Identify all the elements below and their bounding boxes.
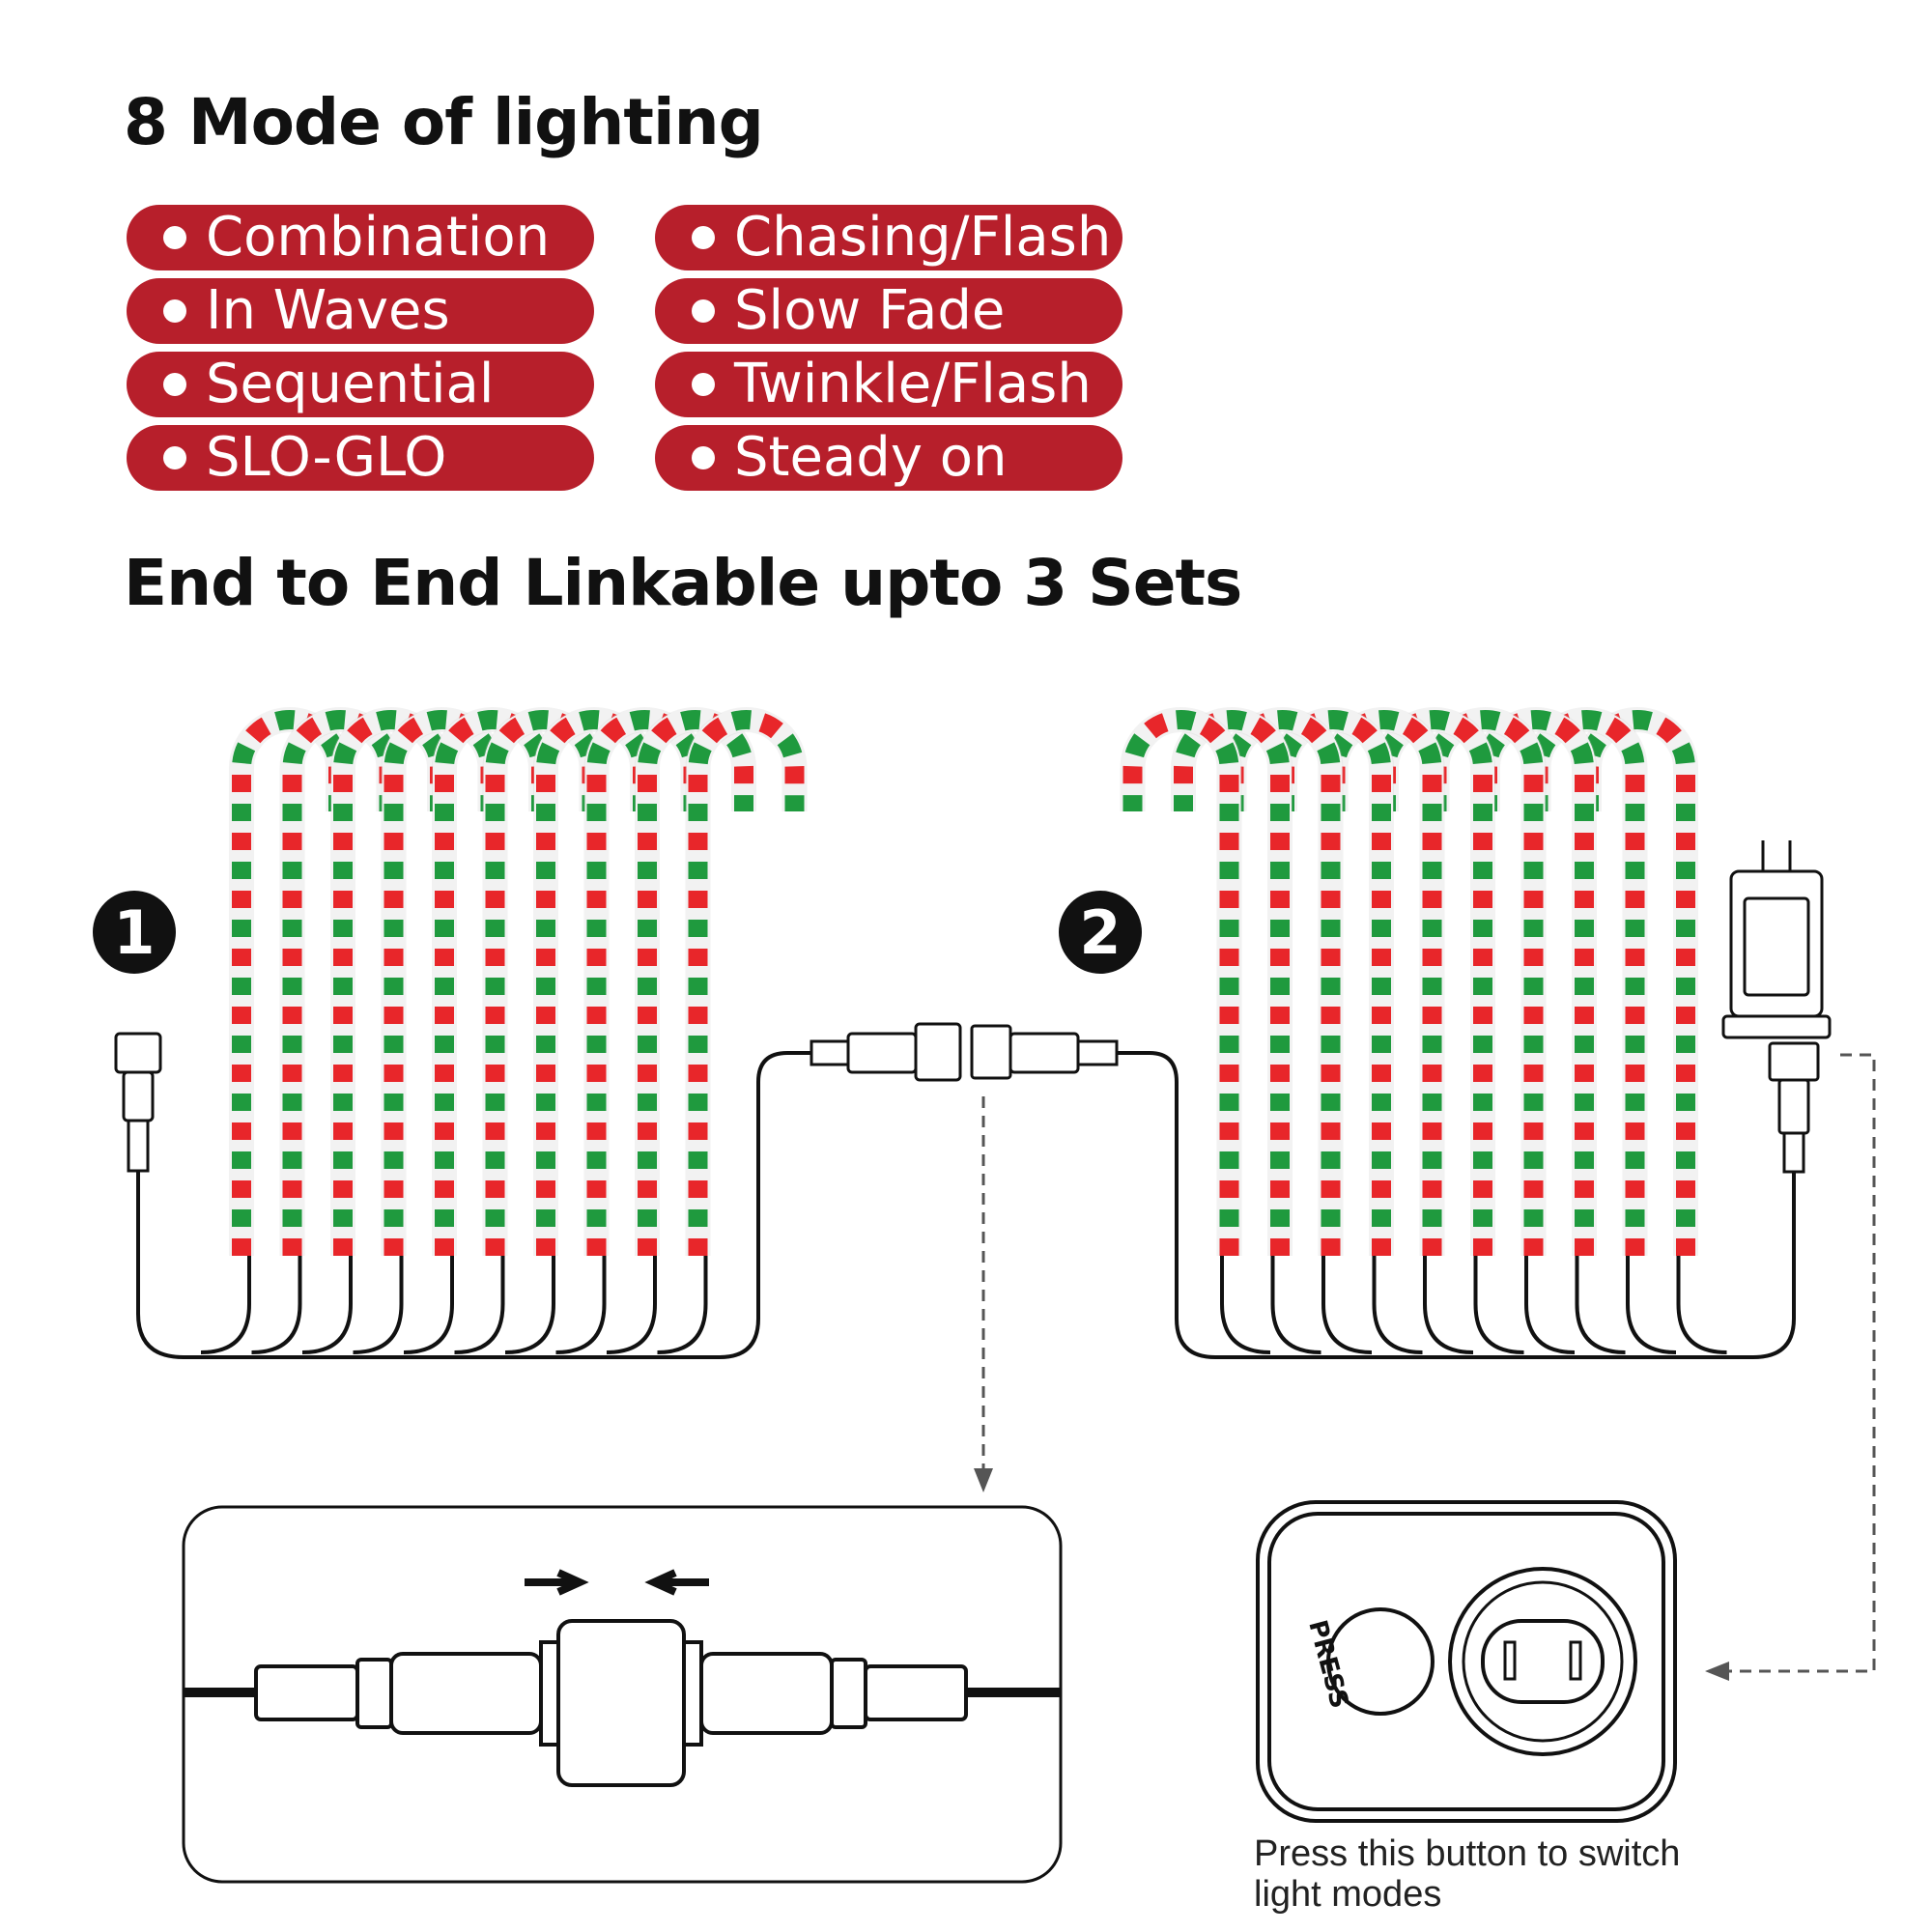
mode-label: Twinkle/Flash [734,353,1092,415]
mode-label: Steady on [734,426,1008,489]
bullet-icon [163,299,186,323]
mode-pill-in-waves: In Waves [127,278,594,344]
bullet-icon [692,226,715,249]
end-connector-icon [114,1032,162,1173]
mode-label: SLO-GLO [206,426,447,489]
wire [301,1256,353,1354]
bullet-icon [163,446,186,469]
set-number-2-badge: 2 [1059,891,1142,974]
mode-pill-sequential: Sequential [127,352,594,417]
candy-cane [1171,707,1293,1256]
wire [1676,1256,1727,1354]
bullet-icon [692,373,715,396]
bullet-icon [163,226,186,249]
set-number-2: 2 [1079,897,1121,968]
mode-label: Sequential [206,353,495,415]
bullet-icon [692,446,715,469]
wires [136,1051,1796,1359]
modes-heading: 8 Mode of lighting [124,85,764,159]
wire [657,1256,708,1354]
arrow-left-icon [644,1569,709,1596]
mode-pill-slo-glo: SLO-GLO [127,425,594,491]
dashed-pointer [981,1053,1876,1673]
mode-label: Chasing/Flash [734,206,1112,269]
wire [200,1256,251,1354]
candy-cane [685,707,808,1256]
wire [504,1256,555,1354]
mode-pill-slow-fade: Slow Fade [655,278,1122,344]
linking-connector-icon [810,1022,1119,1082]
candy-cane-set-2 [1120,707,1698,1256]
wire [1220,1256,1271,1354]
controller-panel: PRESS [1256,1500,1677,1823]
set-number-1: 1 [113,897,155,968]
wire [606,1256,657,1354]
mode-label: Slow Fade [734,279,1006,342]
wire [1524,1256,1576,1354]
wire [1473,1256,1524,1354]
candy-cane [635,707,756,1256]
mode-label: Combination [206,206,551,269]
arrow-right-icon [525,1569,589,1596]
candy-cane-set-1 [229,707,808,1256]
wire [136,1051,811,1359]
linkable-heading: End to End Linkable upto 3 Sets [124,546,1242,620]
candy-cane [1120,707,1242,1256]
outlet-socket-icon [1448,1567,1637,1756]
wire [1117,1051,1796,1359]
connector-detail-panel [182,1505,1063,1884]
caption-line-1: Press this button to switch [1254,1833,1681,1874]
wire [1423,1256,1474,1354]
wire [1372,1256,1423,1354]
mode-pill-twinkle-flash: Twinkle/Flash [655,352,1122,417]
wire [555,1256,607,1354]
set-number-1-badge: 1 [93,891,176,974]
wire [1575,1256,1626,1354]
bullet-icon [163,373,186,396]
bullet-icon [692,299,715,323]
arrow-left-icon [1705,1662,1729,1681]
wire [1626,1256,1677,1354]
wire [1321,1256,1373,1354]
wire [251,1256,302,1354]
button-caption: Press this button to switch light modes [1254,1833,1680,1915]
caption-line-2: light modes [1254,1874,1442,1915]
mode-pill-combination: Combination [127,205,594,270]
arrow-down-icon [974,1468,993,1492]
wire [353,1256,404,1354]
mode-pill-chasing-flash: Chasing/Flash [655,205,1122,270]
wire [403,1256,454,1354]
mode-pill-steady-on: Steady on [655,425,1122,491]
wire [1270,1256,1321,1354]
mode-button[interactable] [1326,1607,1435,1716]
wire [454,1256,505,1354]
power-adapter-icon [1721,840,1832,1174]
mode-label: In Waves [206,279,450,342]
